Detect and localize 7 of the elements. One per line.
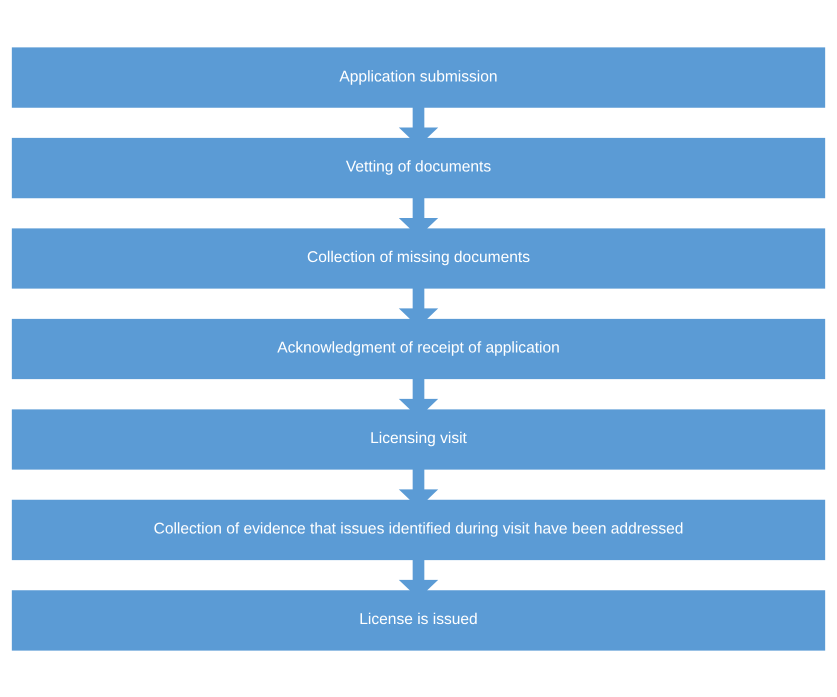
node-box: Collection of evidence that issues identified during visit have been addressed [12,499,826,560]
node-box: Licensing visit [12,408,826,470]
node-box: Application submission [12,46,826,108]
node-box: License is issued [12,590,826,650]
node-box: Collection of missing documents [12,228,826,288]
node-box: Acknowledgment of receipt of application [12,318,826,379]
node-box: Vetting of documents [12,137,826,198]
